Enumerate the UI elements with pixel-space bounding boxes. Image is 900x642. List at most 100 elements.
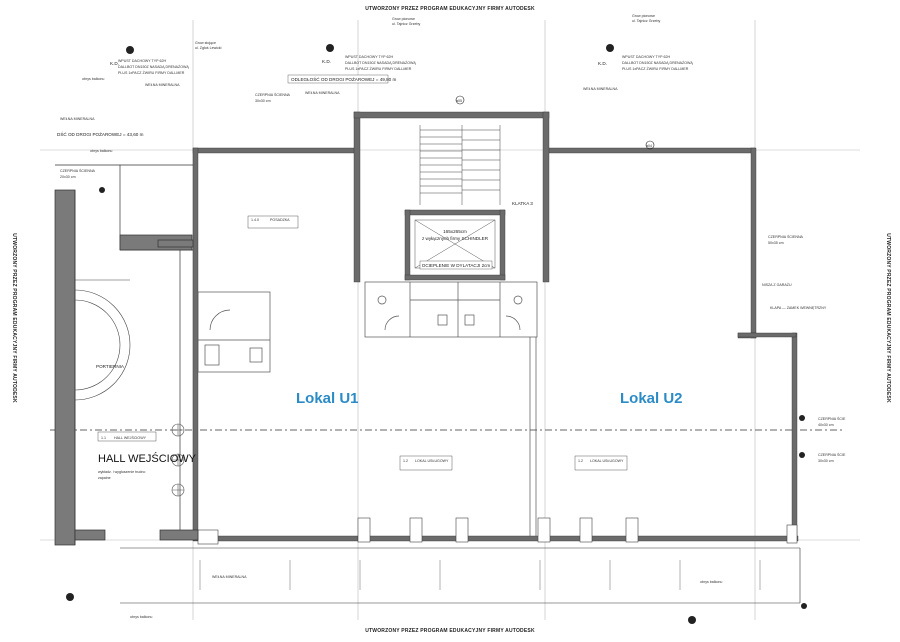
a04-label: a04	[646, 144, 652, 148]
klapa-label: KLAPA — ZAMEK WEWNĘTRZNY	[770, 306, 827, 310]
hall-note-1: wykładz. i wygłuszenie trudno	[98, 470, 145, 474]
u1-room-tag-name: POSADZKA	[270, 218, 290, 222]
czerpnia-5: CZERPNIA ŚCIE	[818, 452, 846, 457]
odleglosc-box	[287, 74, 389, 84]
odleglosc-label: ODLEGŁOŚĆ OD DROGI POŻAROWEJ = 49,80 m	[291, 75, 396, 82]
grow-left-sub: ul. Zgłoś Lewicki	[195, 46, 222, 50]
welna-3: WEŁNA MINERALNA	[305, 91, 340, 95]
roof-drain-icon-3	[606, 44, 614, 52]
kd-label-2: K.D.	[322, 59, 331, 64]
core-walls	[353, 111, 550, 283]
wpust-left-line2: DALLBOT DN150Z NASADĄ DRENAŻOWĄ	[118, 64, 189, 69]
obrys-right: obrys balkonu	[700, 580, 722, 584]
watermark-bottom: UTWORZONY PRZEZ PROGRAM EDUKACYJNY FIRMY…	[365, 628, 535, 634]
drain-icon-bottom-right	[688, 616, 696, 624]
unit-divider	[529, 337, 537, 536]
balcony-outline	[120, 547, 801, 604]
wpust-center-line2: DALLBOT DN150Z NASADĄ DRENAŻOWĄ	[345, 60, 416, 65]
portiernia-label: PORTIERNIA	[96, 364, 125, 369]
wc-block	[364, 281, 538, 338]
wpust-left-line3: PLUS 1xPACZ ŻWIRU FIRMY DALLMER	[118, 70, 185, 75]
watermark-top: UTWORZONY PRZEZ PROGRAM EDUKACYJNY FIRMY…	[365, 6, 535, 12]
wpust-right-line2: DALLBOT DN150Z NASADĄ DRENAŻOWĄ	[622, 60, 693, 65]
grow-center-sub: ul. Tajnicz Grzeby	[392, 22, 420, 26]
wpust-left-title: WPUST DACHOWY TYP 62H	[118, 59, 166, 63]
obrys-left: obrys balkonu	[90, 149, 112, 153]
wpust-center-title: WPUST DACHOWY TYP 62H	[345, 55, 393, 59]
hall-plants	[171, 423, 185, 497]
bottom-dimension-ticks	[199, 560, 761, 590]
obrys-bottom: obrys balkonu	[130, 615, 152, 619]
ocieplenie-box	[419, 260, 493, 270]
wpust-center-line3: PLUS 1xPACZ ŻWIRU FIRMY DALLMER	[345, 66, 412, 71]
u2-room-tag-name: LOKAL USŁUGOWY	[590, 459, 624, 463]
ocieplenie-label: OCIEPLENIE W DYLATACJI 2cm	[422, 263, 491, 268]
kd-label-1: K.D.	[110, 61, 119, 66]
a05-label: a05	[456, 99, 462, 103]
czerpnia-3: CZERPNIA ŚCIENNA	[768, 234, 804, 239]
odleglosc-left: DŚĆ OD DROGI POŻAROWEJ = 43,60 m	[57, 130, 144, 137]
a05-marker	[455, 95, 465, 105]
u1-room-tag2-code: 1.2	[403, 459, 408, 463]
hall-tag-label: HALL WEJŚCIOWY	[114, 435, 147, 440]
watermark-right: UTWORZONY PRZEZ PROGRAM EDUKACYJNY FIRMY…	[885, 233, 891, 403]
roof-drain-icon	[126, 46, 134, 54]
czerpnia-5-dim: 30x30 cm	[818, 459, 834, 463]
grow-left: Grow stojące	[195, 41, 216, 45]
welna-5: WEŁNA MINERALNA	[212, 575, 247, 579]
right-annotations: CZERPNIA ŚCIENNA 50x35 cm NISZA Z GARAŻU…	[762, 234, 846, 609]
wpust-right-title: WPUST DACHOWY TYP 62H	[622, 55, 670, 59]
drain-icon-right-1	[799, 415, 805, 421]
welna-1: WEŁNA MINERALNA	[145, 83, 180, 87]
kd-label-3: K.D.	[598, 61, 607, 66]
elevator-desc: z wyłącznych firmy SCHINDLER	[422, 236, 489, 241]
grow-right: Grow pionowe	[632, 14, 655, 18]
elevator-shaft	[414, 219, 496, 269]
watermark-left: UTWORZONY PRZEZ PROGRAM EDUKACYJNY FIRMY…	[11, 233, 17, 403]
portiernia-curve	[74, 279, 131, 401]
czerpnia-3-dim: 50x35 cm	[768, 241, 784, 245]
wc-u1	[197, 291, 271, 373]
welna-2: WEŁNA MINERALNA	[60, 117, 95, 121]
u1-room-tag-2	[399, 455, 453, 471]
drain-icon-right-3	[801, 603, 807, 609]
lokal-u2-label: Lokal U2	[620, 390, 683, 407]
a04-marker	[645, 140, 655, 150]
elevator-dims: 165x265cm	[443, 229, 467, 234]
facade-windows	[197, 517, 798, 545]
nisza-label: NISZA Z GARAŻU	[762, 282, 792, 287]
czerpnia-4: CZERPNIA ŚCIE	[818, 416, 846, 421]
top-center-annotations: K.D. WPUST DACHOWY TYP 62H DALLBOT DN150…	[255, 17, 465, 105]
exterior-walls	[192, 147, 799, 542]
hall-title: HALL WEJŚCIOWY	[98, 452, 197, 465]
u2-room-tag	[574, 455, 628, 471]
u2-room-tag-code: 1.2	[578, 459, 583, 463]
welna-4: WEŁNA MINERALNA	[583, 87, 618, 91]
drain-icon-bottom-left	[66, 593, 74, 601]
drain-icon-2	[99, 187, 105, 193]
czerpnia-4-dim: 40x30 cm	[818, 423, 834, 427]
drain-icon-right-2	[799, 452, 805, 458]
hall-tag-code: 1.1	[101, 436, 106, 440]
hall-structure	[54, 164, 199, 546]
grow-center: Grow pionowe	[392, 17, 415, 21]
czerpnia-2-dim: 30x30 cm	[255, 99, 271, 103]
bottom-annotations: WEŁNA MINERALNA obrys balkonu obrys balk…	[66, 575, 722, 624]
u1-room-tag-code: 1.4.0	[251, 218, 259, 222]
u1-room-tag	[247, 215, 299, 229]
u1-room-tag2-name: LOKAL USŁUGOWY	[415, 459, 449, 463]
top-right-annotations: K.D. WPUST DACHOWY TYP 62H DALLBOT DN150…	[583, 14, 693, 150]
obrys-top: obrys balkonu	[82, 77, 104, 81]
top-left-annotations: K.D. WPUST DACHOWY TYP 62H DALLBOT DN150…	[57, 41, 222, 193]
czerpnia-1-dim: 20x30 cm	[60, 175, 76, 179]
stair-treads	[419, 125, 501, 205]
hall-note-2: zapalne	[98, 476, 111, 480]
klatka-label: KLATKA 3	[512, 201, 533, 206]
hall-tag-box	[97, 431, 157, 442]
czerpnia-2: CZERPNIA ŚCIENNA	[255, 92, 291, 97]
czerpnia-1: CZERPNIA ŚCIENNA	[60, 168, 96, 173]
grow-right-sub: ul. Tajnicz Grzeby	[632, 19, 660, 23]
lokal-u1-label: Lokal U1	[296, 390, 359, 407]
